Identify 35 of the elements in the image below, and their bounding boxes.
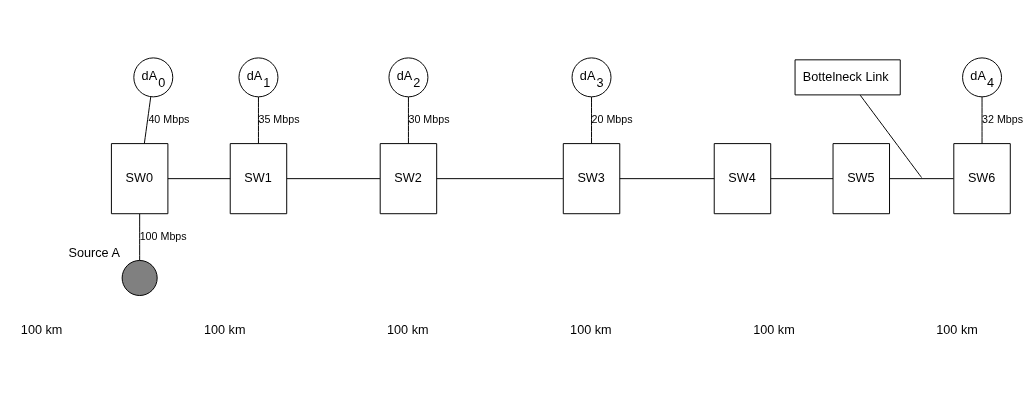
connector: [889, 177, 954, 179]
connector: [167, 177, 231, 179]
node-box: SW2: [379, 142, 438, 214]
connector: [436, 177, 564, 179]
node-label: Source A: [68, 245, 120, 260]
label: 100 km: [936, 322, 978, 337]
connector: [859, 94, 923, 178]
connector: [407, 96, 409, 144]
connector: [591, 96, 592, 144]
edge-label: 100 Mbps: [139, 229, 187, 242]
label: 100 km: [387, 322, 429, 337]
connector: [258, 96, 259, 144]
edge-label: 20 Mbps: [591, 112, 633, 125]
node-box: SW6: [953, 142, 1011, 214]
connector: [286, 177, 381, 179]
node-circle: [121, 259, 158, 296]
label: 100 km: [570, 322, 612, 337]
node-box: SW4: [713, 142, 772, 214]
edge-label: 35 Mbps: [258, 112, 300, 125]
label: 100 km: [20, 322, 63, 337]
node-box: SW3: [562, 142, 621, 214]
node-box: SW1: [229, 142, 288, 214]
edge-label: 40 Mbps: [148, 112, 190, 125]
label: 100 km: [203, 322, 246, 337]
connector: [770, 177, 834, 179]
edge-label: 32 Mbps: [982, 112, 1024, 125]
label: 100 km: [753, 322, 795, 337]
connector: [981, 96, 983, 144]
connector: [139, 213, 141, 261]
node-box: Bottelneck Link: [794, 58, 901, 95]
node-box: SW5: [832, 142, 890, 214]
connector: [143, 96, 152, 144]
node-box: SW0: [110, 142, 169, 214]
connector: [619, 177, 715, 179]
edge-label: 30 Mbps: [408, 112, 450, 125]
